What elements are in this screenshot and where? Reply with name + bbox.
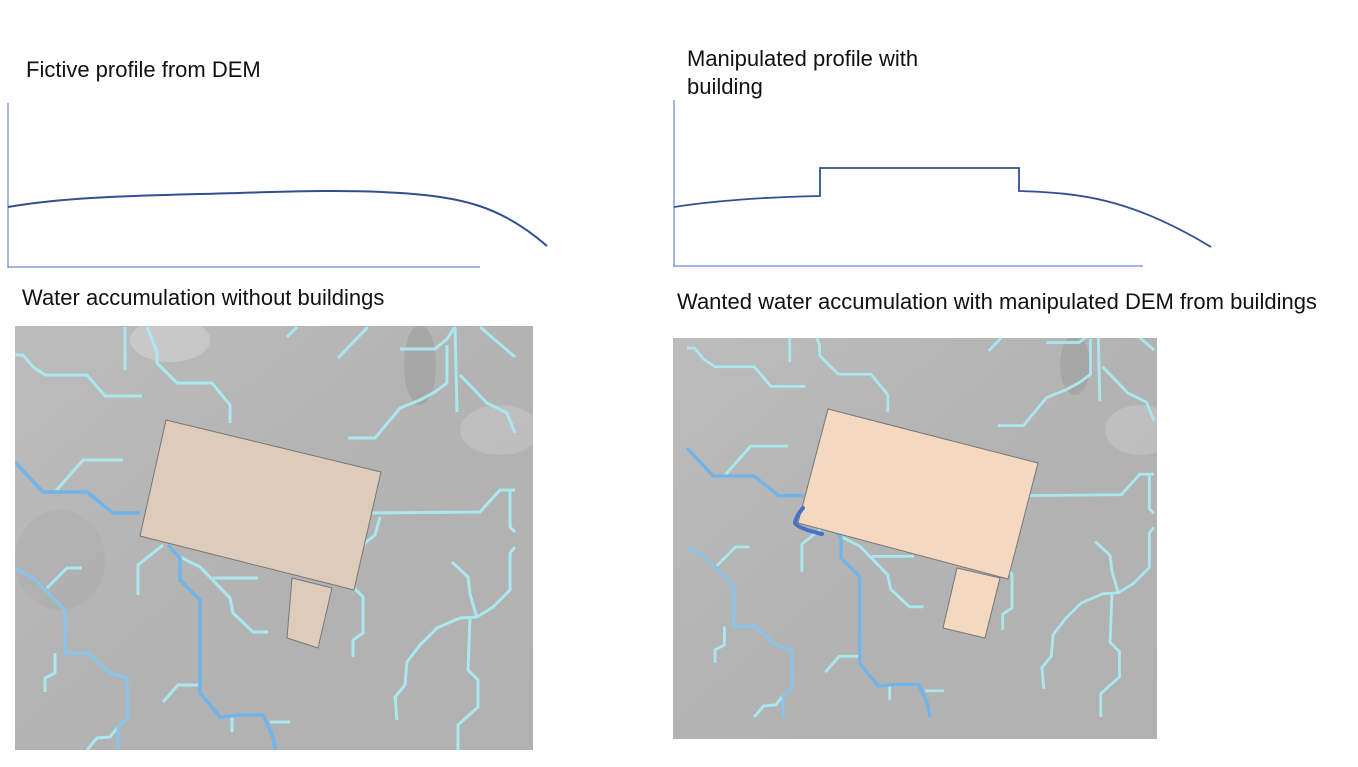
manipulated-profile-chart (673, 100, 1212, 267)
title-manipulated-profile: Manipulated profile with building (687, 46, 919, 99)
title-wanted-water-accumulation: Wanted water accumulation with manipulat… (677, 289, 1317, 314)
building-footprint (139, 419, 382, 591)
building-profile-line (673, 167, 1212, 248)
building-annex (286, 577, 333, 649)
title-fictive-profile: Fictive profile from DEM (26, 57, 261, 82)
fictive-profile-chart (7, 103, 548, 268)
building-footprint (797, 408, 1039, 580)
water-map-without-buildings (15, 326, 533, 750)
terrain-profile-line (7, 190, 548, 247)
diverted-flow-path (792, 506, 824, 536)
water-map-manipulated-dem (673, 338, 1157, 739)
building-annex (942, 567, 1001, 639)
title-water-without-buildings: Water accumulation without buildings (22, 285, 385, 310)
